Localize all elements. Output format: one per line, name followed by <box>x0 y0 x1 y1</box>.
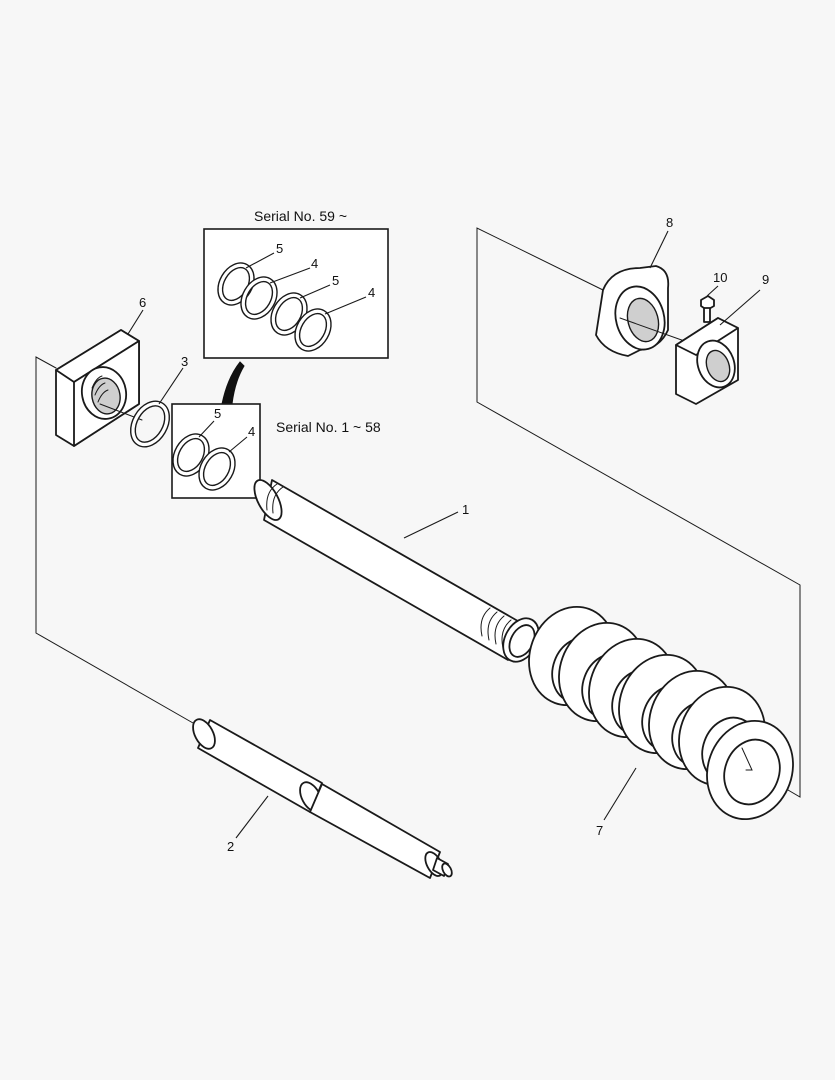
right-assembly-frame <box>476 227 801 798</box>
ring-part-3 <box>99 400 171 448</box>
callout-4-upper-b: 4 <box>368 285 375 300</box>
callout-4-lower: 4 <box>248 424 255 439</box>
callout-1: 1 <box>462 502 469 517</box>
callout-7: 7 <box>596 823 603 838</box>
inset-box-serial-59 <box>203 228 389 359</box>
callout-6: 6 <box>139 295 146 310</box>
caption-serial-1-58: Serial No. 1 ~ 58 <box>276 419 381 435</box>
left-assembly-frame <box>35 356 201 728</box>
callout-5-lower: 5 <box>214 406 221 421</box>
threaded-tube-part-1 <box>253 479 540 663</box>
rod-part-2 <box>192 718 453 879</box>
callout-8: 8 <box>666 215 673 230</box>
callout-4-upper-a: 4 <box>311 256 318 271</box>
caption-serial-59: Serial No. 59 ~ <box>254 208 347 224</box>
bearing-block-part-9 <box>675 289 761 405</box>
inset-connector-arrow <box>221 361 245 405</box>
callout-3: 3 <box>181 354 188 369</box>
square-nut-part-6 <box>55 329 140 447</box>
half-collar-part-8 <box>595 230 691 357</box>
inset-box-serial-1-58 <box>171 403 261 499</box>
coil-spring-part-7 <box>528 605 794 821</box>
bolt-part-10 <box>700 285 719 323</box>
callout-5-upper-a: 5 <box>276 241 283 256</box>
callout-2: 2 <box>227 839 234 854</box>
leaders-left <box>127 309 184 405</box>
callout-9: 9 <box>762 272 769 287</box>
callout-10: 10 <box>713 270 727 285</box>
callout-5-upper-b: 5 <box>332 273 339 288</box>
